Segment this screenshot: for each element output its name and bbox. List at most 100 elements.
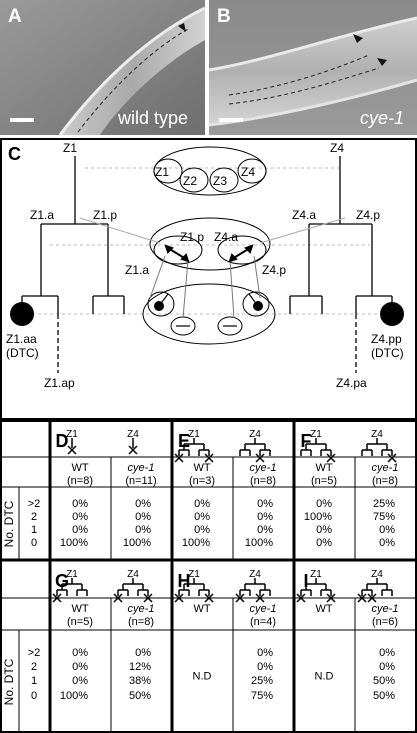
death-cross <box>255 593 265 603</box>
percentage-value: 0% <box>257 524 273 536</box>
micrograph-wild-type <box>0 0 205 135</box>
panel-a-caption: wild type <box>118 108 189 128</box>
label-z1ap: Z1.ap <box>44 376 75 390</box>
percentage-value: 50% <box>129 690 151 702</box>
panel-label: D <box>56 431 69 451</box>
percentage-value: 38% <box>129 675 151 687</box>
death-cross <box>128 445 138 455</box>
label-z4pp-dtc: (DTC) <box>371 346 404 360</box>
row-label: 0 <box>31 537 37 549</box>
percentage-value: 100% <box>123 537 151 549</box>
row-label: >2 <box>28 498 41 510</box>
percentage-value: 0% <box>72 661 88 673</box>
panel-c-label: C <box>8 144 21 164</box>
dtc-mark-right <box>253 301 263 311</box>
sample-size: (n=3) <box>189 475 215 487</box>
death-cross <box>326 593 336 603</box>
death-cross <box>67 445 77 455</box>
percentage-value: 0% <box>194 511 210 523</box>
percentage-value: 0% <box>72 524 88 536</box>
genotype-label: WT <box>315 462 332 474</box>
micrograph-cye-1 <box>209 0 417 135</box>
sample-size: (n=5) <box>311 475 337 487</box>
schematic-z1p: Z1.p <box>180 230 204 244</box>
z1-label: Z1 <box>188 569 200 580</box>
death-cross <box>326 453 336 463</box>
label-z1aa-dtc: (DTC) <box>6 346 39 360</box>
death-cross <box>387 453 397 463</box>
percentage-value: 100% <box>182 537 210 549</box>
row-axis-label-top: No. DTC <box>2 500 16 547</box>
genotype-label: cye-1 <box>128 462 155 474</box>
genotype-label: cye-1 <box>372 462 399 474</box>
death-cross <box>357 593 367 603</box>
panel-label: F <box>301 431 312 451</box>
panel-a-label: A <box>8 6 22 27</box>
z4-label: Z4 <box>249 569 261 580</box>
percentage-value: 0% <box>257 498 273 510</box>
not-determined: N.D <box>193 671 212 683</box>
schematic-z1a: Z1.a <box>125 263 149 277</box>
label-z1: Z1 <box>63 141 77 155</box>
percentage-value: 0% <box>379 524 395 536</box>
z4-label: Z4 <box>127 569 139 580</box>
percentage-value: 0% <box>316 498 332 510</box>
row-label: 2 <box>31 511 37 523</box>
micrograph-b-image <box>209 0 417 135</box>
gonad-l1-oval <box>149 217 271 271</box>
percentage-value: 12% <box>129 661 151 673</box>
z4-label: Z4 <box>371 429 383 440</box>
percentage-value: 0% <box>316 537 332 549</box>
genotype-label: WT <box>315 603 332 615</box>
death-cross <box>113 593 123 603</box>
percentage-value: 100% <box>304 511 332 523</box>
percentage-value: 0% <box>135 511 151 523</box>
genotype-label: WT <box>193 603 210 615</box>
sample-size: (n=6) <box>372 616 398 628</box>
death-cross <box>174 453 184 463</box>
percentage-value: 0% <box>257 661 273 673</box>
micrograph-a-image <box>0 0 205 135</box>
percentage-value: 0% <box>316 524 332 536</box>
percentage-value: 0% <box>135 524 151 536</box>
panel-label: H <box>178 571 191 591</box>
percentage-value: 0% <box>194 498 210 510</box>
schematic-z4: Z4 <box>241 165 255 179</box>
row-label: >2 <box>28 647 41 659</box>
label-z1p: Z1.p <box>93 208 117 222</box>
percentage-value: 0% <box>135 498 151 510</box>
schematic-z2: Z2 <box>183 174 197 188</box>
percentage-value: 0% <box>72 511 88 523</box>
percentage-value: 0% <box>72 498 88 510</box>
genotype-label: cye-1 <box>372 603 399 615</box>
genotype-label: WT <box>71 603 88 615</box>
schematic-z4p: Z4.p <box>262 263 286 277</box>
z1-label: Z1 <box>66 429 78 440</box>
label-z4p: Z4.p <box>356 208 380 222</box>
z4-label: Z4 <box>371 569 383 580</box>
death-cross <box>143 593 153 603</box>
label-z1aa: Z1.aa <box>6 332 37 346</box>
dtc-cell-z1aa <box>10 302 34 326</box>
sample-size: (n=4) <box>250 616 276 628</box>
row-label: 1 <box>31 675 37 687</box>
panel-label: E <box>178 431 190 451</box>
label-z4: Z4 <box>330 141 344 155</box>
dtc-mark-left <box>154 301 164 311</box>
death-cross <box>52 593 62 603</box>
z1-label: Z1 <box>188 429 200 440</box>
genotype-label: WT <box>71 462 88 474</box>
label-z4a: Z4.a <box>292 208 316 222</box>
percentage-value: 0% <box>135 647 151 659</box>
percentage-value: 0% <box>379 661 395 673</box>
death-cross <box>204 453 214 463</box>
percentage-value: 25% <box>251 675 273 687</box>
panel-b-label: B <box>217 6 231 27</box>
percentage-value: 0% <box>72 675 88 687</box>
percentage-value: 0% <box>72 647 88 659</box>
death-cross <box>255 453 265 463</box>
sample-size: (n=8) <box>128 616 154 628</box>
genotype-label: WT <box>193 462 210 474</box>
gonad-l2-oval <box>142 283 276 345</box>
death-cross <box>296 593 306 603</box>
